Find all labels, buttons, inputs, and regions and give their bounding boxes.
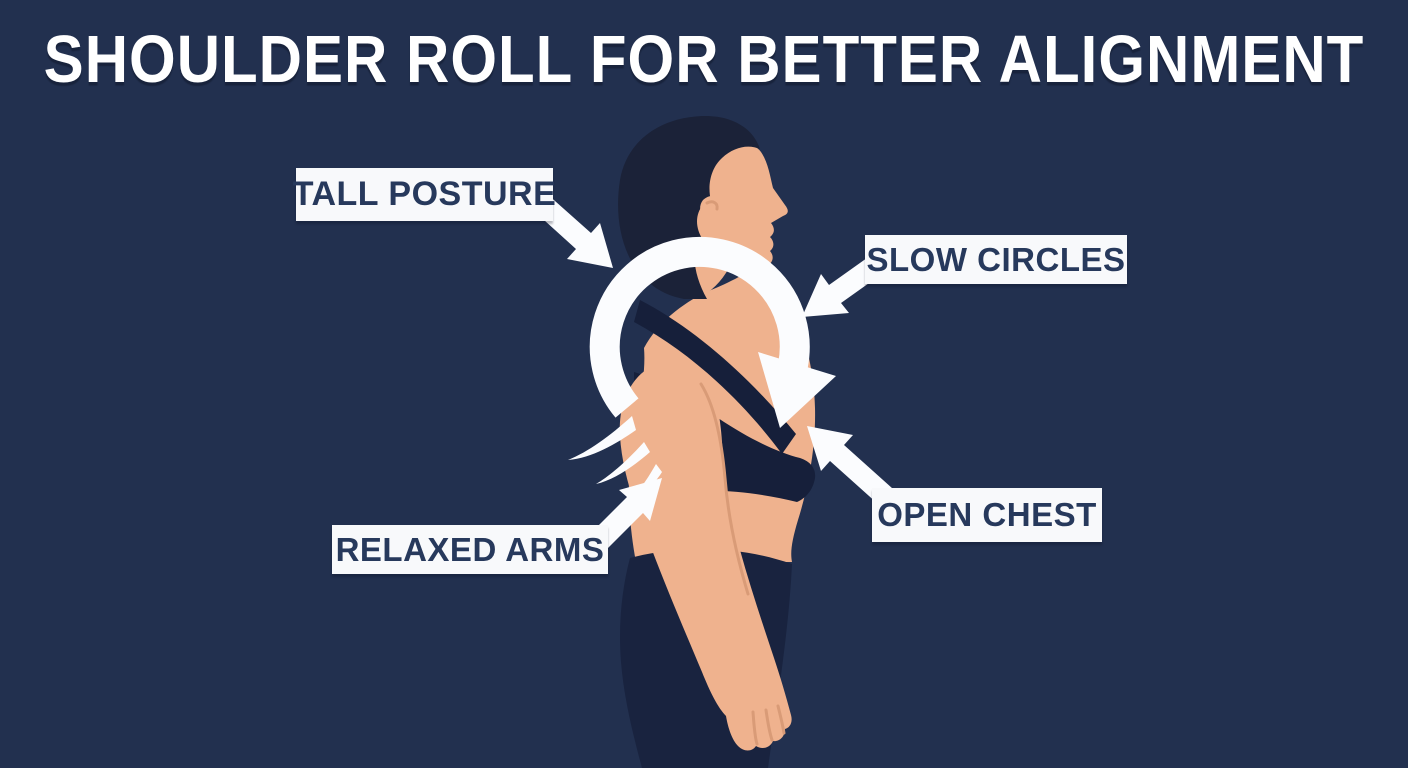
relaxed-arms-arrow-icon <box>590 478 662 550</box>
ear-crease <box>705 200 719 211</box>
bra-strap <box>634 300 796 454</box>
label-relaxed-arms: RELAXED ARMS <box>332 525 608 574</box>
arm-crease <box>699 382 750 596</box>
person-figure <box>618 115 816 768</box>
ear <box>700 195 723 220</box>
rotation-arrowhead <box>758 352 836 428</box>
finger-lines <box>751 704 786 746</box>
rotation-arc <box>589 236 810 418</box>
label-tall-posture: TALL POSTURE <box>293 168 556 221</box>
arm <box>619 361 792 751</box>
page-title: SHOULDER ROLL FOR BETTER ALIGNMENT <box>43 21 1365 97</box>
label-open-chest: OPEN CHEST <box>872 488 1102 542</box>
label-slow-circles: SLOW CIRCLES <box>865 235 1127 284</box>
